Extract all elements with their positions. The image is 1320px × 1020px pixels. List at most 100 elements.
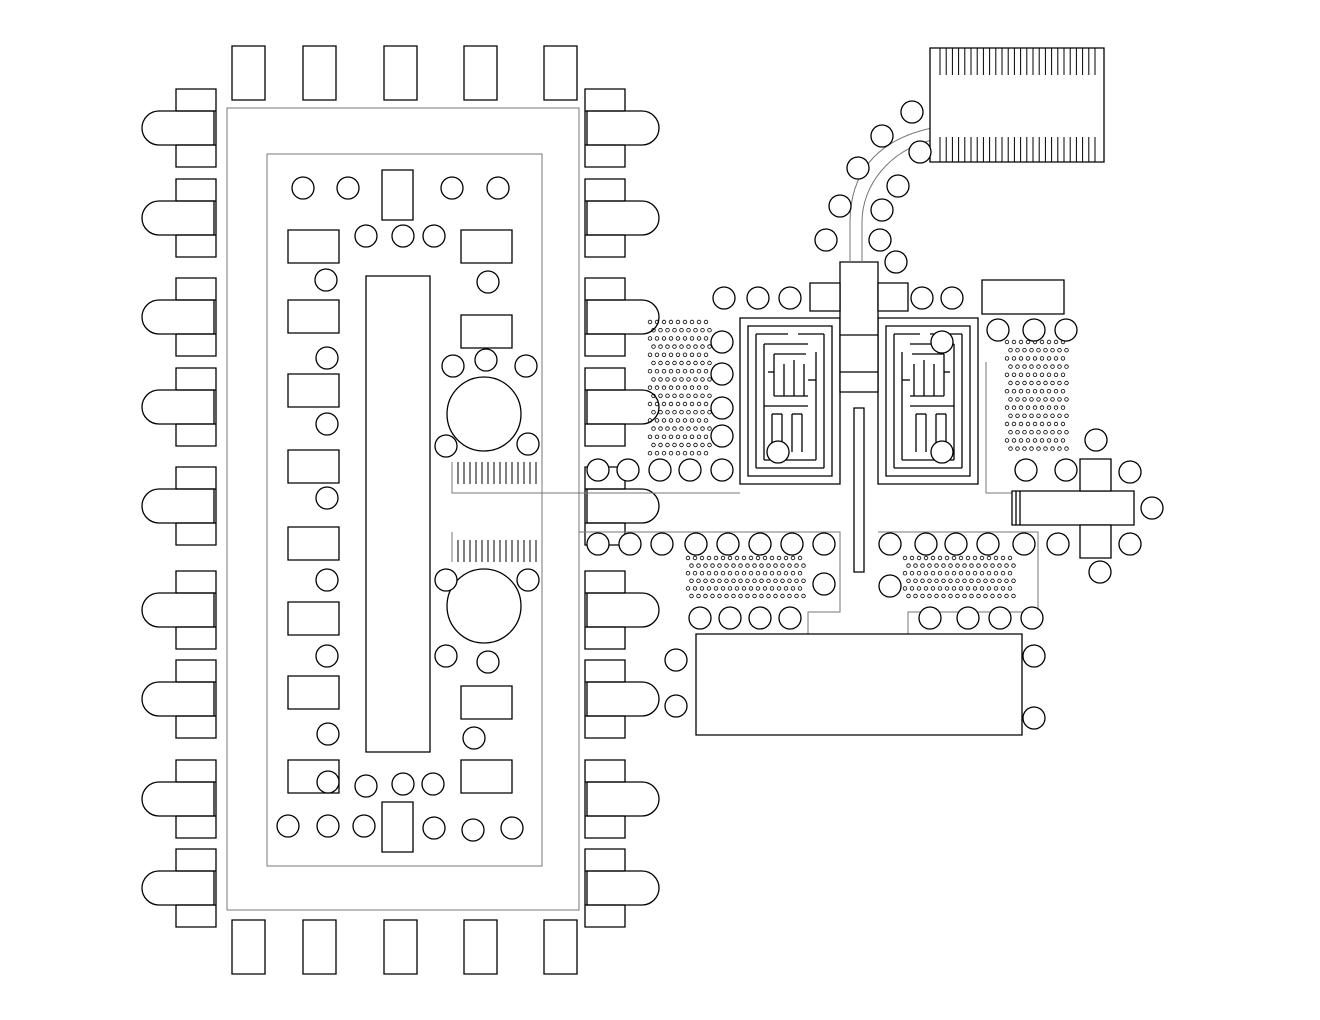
orchard-dot [1054,389,1058,393]
orchard-dot [701,410,705,414]
orchard-dot [1033,373,1037,377]
orchard-dot [701,345,705,349]
orchard-dot [1037,381,1041,385]
tree [915,533,937,555]
east-inner-buildings [461,230,512,793]
tree [711,397,733,419]
orchard-dot [673,378,677,382]
orchard-dot [655,419,659,423]
orchard-dot [998,564,1002,568]
corridor-upper-edge [452,462,740,493]
orchard-dot [714,571,718,575]
orchard-dot [676,402,680,406]
apse-building [142,760,216,838]
orchard-dot [1016,365,1020,369]
outer-perimeter-wall [227,108,579,910]
orchard-dot [973,571,977,575]
orchard-dot [746,579,750,583]
orchard-dot [1026,406,1030,410]
orchard-dot [666,443,670,447]
apse-building [142,467,216,545]
tree [711,331,733,353]
orchard-dot [676,419,680,423]
central-axis-pavilion [840,262,878,392]
orchard-dot [1054,340,1058,344]
central-axis-pool [854,408,864,572]
orchard-dot [701,394,705,398]
orchard-dot [735,571,739,575]
orchard-dot [721,587,725,591]
orchard-dot [963,564,967,568]
orchard-dot [781,579,785,583]
orchard-dot [1023,381,1027,385]
orchard-dot [1030,348,1034,352]
orchard-dot [756,571,760,575]
orchard-dot [945,587,949,591]
orchard-dot [652,427,656,431]
orchard-dot [690,451,694,455]
orchard-dot [994,587,998,591]
orchard-dot [910,587,914,591]
apse-building [585,849,659,927]
tree [442,355,464,377]
northeast-annex [850,48,1104,262]
orchard-dot [669,320,673,324]
orchard-dot [924,556,928,560]
orchard-dot [903,571,907,575]
orchard-dot [704,386,708,390]
orchard-dot [791,571,795,575]
orchard-dot [903,587,907,591]
tree [463,727,485,749]
tree [847,157,869,179]
inner-building [288,527,339,560]
orchard-dot [732,579,736,583]
orchard-dot [1012,406,1016,410]
orchard-dot [1054,406,1058,410]
orchard-dot [1058,365,1062,369]
orchard-dot [648,337,652,341]
orchard-dot [1005,564,1009,568]
orchard-dot [666,361,670,365]
tree [316,413,338,435]
orchard-dot [648,353,652,357]
orchard-dot [952,556,956,560]
tree [901,101,923,123]
inner-building [288,374,339,407]
east-apse-buildings [585,89,659,927]
orchard-dot [1012,594,1016,598]
orchard-dot [1023,365,1027,369]
orchard-dot [756,556,760,560]
orchard-dot [1009,414,1013,418]
orchard-dot [1033,389,1037,393]
orchard-dot [1026,422,1030,426]
orchard-dot [956,579,960,583]
orchard-dot [655,320,659,324]
apse-building [585,571,659,649]
orchard-dot [701,378,705,382]
orchard-dot [666,328,670,332]
tree [679,459,701,481]
orchard-dot [1051,398,1055,402]
orchard-dot [708,361,712,365]
tree [619,533,641,555]
tree [422,773,444,795]
orchard-dot [977,579,981,583]
orchard-dot [746,564,750,568]
inner-building [461,760,512,793]
orchard-dot [655,435,659,439]
outer-building [544,920,577,974]
orchard-dot [763,571,767,575]
orchard-dot [984,579,988,583]
orchard-dot [1019,439,1023,443]
orchard-dot [798,587,802,591]
orchard-dot [924,571,928,575]
orchard-dot [652,378,656,382]
orchard-dot [666,394,670,398]
east-cross-gate [1012,459,1134,558]
orchard-dot [994,556,998,560]
orchard-dot [690,402,694,406]
orchard-dot [1044,381,1048,385]
orchard-dot [707,571,711,575]
tree [1023,645,1045,667]
orchard-dot [980,571,984,575]
